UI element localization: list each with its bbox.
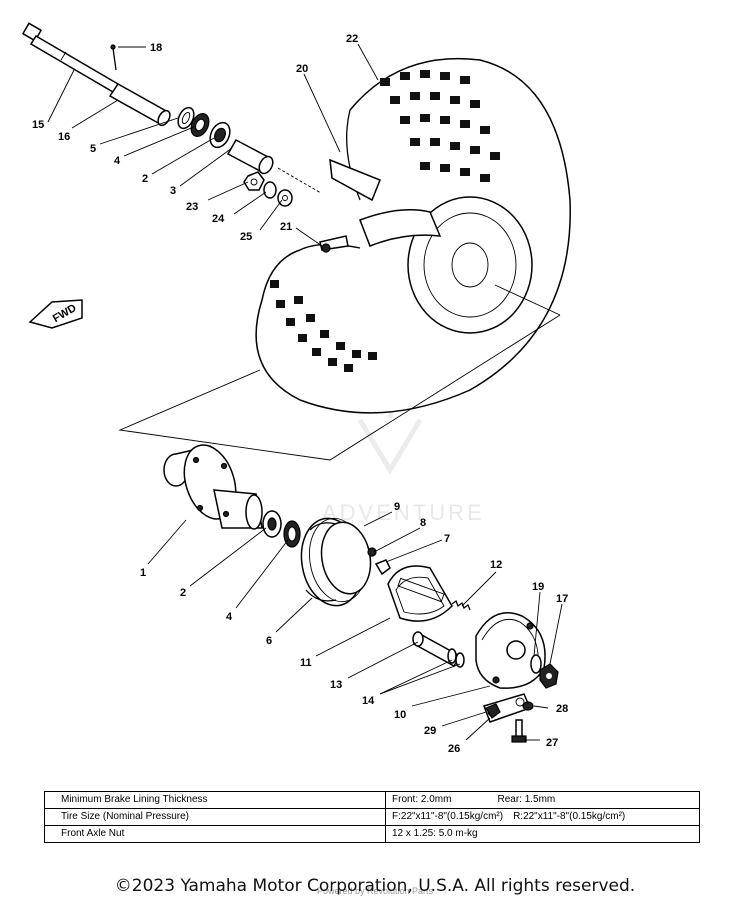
washer xyxy=(263,181,277,199)
callout-22: 22 xyxy=(346,33,358,45)
tire-tread xyxy=(270,70,500,372)
brake-spring xyxy=(451,599,471,611)
valve-stem xyxy=(319,235,349,253)
callout-6: 6 xyxy=(266,635,272,647)
bearing-upper xyxy=(190,113,210,137)
lever-bolt xyxy=(511,719,527,743)
axle-nut xyxy=(243,171,265,191)
callout-23: 23 xyxy=(186,201,198,213)
axle-collar xyxy=(108,83,171,127)
callout-17: 17 xyxy=(556,593,568,605)
spec-rear-value: Rear: 1.5mm xyxy=(497,794,556,805)
watermark-logo: ADVENTURE xyxy=(322,384,485,525)
lever-indicator xyxy=(522,701,534,711)
callout-10: 10 xyxy=(394,709,406,721)
spec-label: Minimum Brake Lining Thickness xyxy=(44,791,386,809)
callout-25: 25 xyxy=(240,231,252,243)
callout-27: 27 xyxy=(546,737,558,749)
spec-table: Minimum Brake Lining Thickness Front: 2.… xyxy=(44,791,700,843)
callout-19: 19 xyxy=(532,581,544,593)
callout-28: 28 xyxy=(556,703,568,715)
spec-value: F:22"x11"-8"(0.15kg/cm²) R:22"x11"-8"(0.1… xyxy=(385,808,700,826)
leader-lines xyxy=(47,43,563,741)
callout-13: 13 xyxy=(330,679,342,691)
callout-4: 4 xyxy=(114,155,121,167)
copyright-text: ©2023 Yamaha Motor Corporation, U.S.A. A… xyxy=(114,876,636,896)
spec-row: Minimum Brake Lining Thickness Front: 2.… xyxy=(44,791,700,809)
brake-shoes xyxy=(387,565,453,622)
wheel-hub xyxy=(163,444,263,530)
cotter-pin xyxy=(110,44,117,71)
callout-7: 7 xyxy=(444,533,450,545)
spec-label: Tire Size (Nominal Pressure) xyxy=(44,808,386,826)
oil-seal xyxy=(177,106,195,130)
cam-washers xyxy=(447,648,465,668)
fwd-arrow-icon: FWD xyxy=(28,299,83,329)
brake-drum xyxy=(300,517,372,607)
spec-rear-value: R:22"x11"-8"(0.15kg/cm²) xyxy=(513,811,626,822)
washer-2 xyxy=(277,189,293,207)
exploded-parts-diagram: ADVENTURE xyxy=(21,22,571,755)
spec-value: 12 x 1.25: 5.0 m-kg xyxy=(385,825,700,843)
bearing-lower xyxy=(262,510,282,538)
callout-11: 11 xyxy=(300,657,312,669)
callout-29: 29 xyxy=(424,725,436,737)
callout-5: 5 xyxy=(90,143,96,155)
washer-lower xyxy=(530,654,542,674)
spec-value: Front: 2.0mm Rear: 1.5mm xyxy=(385,791,700,809)
callout-12: 12 xyxy=(490,559,502,571)
spacer xyxy=(226,138,274,175)
callout-26: 26 xyxy=(448,743,460,755)
brake-panel xyxy=(475,612,546,689)
spec-front-value: Front: 2.0mm xyxy=(392,794,452,805)
callout-4-lower: 4 xyxy=(226,611,233,623)
callout-2-lower: 2 xyxy=(180,587,186,599)
callout-8: 8 xyxy=(420,517,426,529)
watermark-text: ADVENTURE xyxy=(322,500,485,525)
callout-21: 21 xyxy=(280,221,292,233)
callout-3: 3 xyxy=(170,185,176,197)
provider-credit: Powered by Revolution Parts xyxy=(316,886,434,896)
callout-14: 14 xyxy=(362,695,375,707)
bearing-upper-2 xyxy=(209,121,231,149)
wheel-rim xyxy=(329,158,533,334)
spec-row: Tire Size (Nominal Pressure) F:22"x11"-8… xyxy=(44,808,700,826)
callout-numbers: 18 22 20 15 16 5 4 2 3 23 24 25 21 9 8 7… xyxy=(32,33,568,755)
spec-label: Front Axle Nut xyxy=(44,825,386,843)
callout-18: 18 xyxy=(150,42,162,54)
drum-bolt xyxy=(367,547,391,576)
callout-9: 9 xyxy=(394,501,400,513)
callout-16: 16 xyxy=(58,131,70,143)
spec-front-value: F:22"x11"-8"(0.15kg/cm²) xyxy=(392,811,504,822)
oil-seal-lower xyxy=(283,520,301,548)
callout-20: 20 xyxy=(296,63,308,75)
axle-bolt xyxy=(21,22,120,94)
spec-front-value: 12 x 1.25: 5.0 m-kg xyxy=(392,828,478,839)
spec-row: Front Axle Nut 12 x 1.25: 5.0 m-kg xyxy=(44,825,700,843)
callout-15: 15 xyxy=(32,119,44,131)
callout-2: 2 xyxy=(142,173,148,185)
callout-1: 1 xyxy=(140,567,146,579)
callout-24: 24 xyxy=(212,213,225,225)
lever-nut xyxy=(485,703,501,719)
tire-assembly xyxy=(255,57,571,414)
